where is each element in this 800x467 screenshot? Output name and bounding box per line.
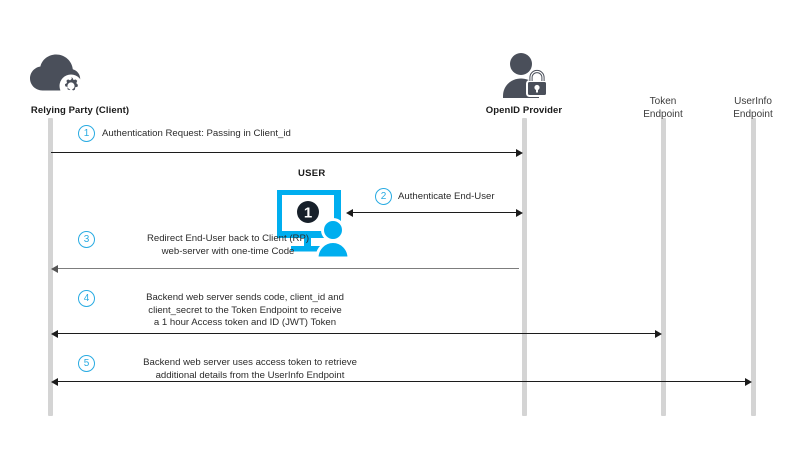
step-arrow-3-head-left — [51, 264, 58, 273]
step-arrow-4 — [57, 333, 657, 335]
lifeline-relying-party — [48, 118, 53, 416]
userinfo-endpoint-label-line1: UserInfo — [734, 96, 772, 107]
step-arrow-1 — [51, 152, 517, 154]
step-badge-5: 5 — [78, 355, 95, 372]
actor-label-userinfo-endpoint: UserInfo Endpoint — [698, 95, 800, 121]
step-text-4: Backend web server sends code, client_id… — [146, 292, 344, 328]
step-arrow-2-head-left — [346, 208, 353, 217]
lifeline-token-endpoint — [661, 118, 666, 416]
step-arrow-4-head-left — [51, 329, 58, 338]
lifeline-userinfo-endpoint — [751, 118, 756, 416]
actor-label-relying-party: Relying Party (Client) — [30, 105, 130, 116]
step-text-1: Authentication Request: Passing in Clien… — [102, 128, 291, 139]
step-badge-3: 3 — [78, 231, 95, 248]
step-text-3: Redirect End-User back to Client (RP) we… — [146, 233, 310, 257]
token-endpoint-label-line1: Token — [649, 96, 677, 107]
step-badge-1: 1 — [78, 125, 95, 142]
svg-text:1: 1 — [304, 205, 312, 222]
step-arrow-5-head-left — [51, 377, 58, 386]
step-text-2: Authenticate End-User — [398, 191, 495, 202]
step-arrow-1-head-right — [516, 148, 523, 157]
step-arrow-4-head-right — [655, 329, 662, 338]
step-arrow-3 — [57, 268, 519, 270]
actor-label-openid-provider: OpenID Provider — [485, 105, 563, 116]
monitor-person-icon: 1 — [275, 188, 351, 260]
lifeline-openid-provider — [522, 118, 527, 416]
cloud-gear-icon — [26, 48, 86, 100]
userinfo-endpoint-label-line2: Endpoint — [733, 109, 773, 120]
step-arrow-5 — [57, 381, 747, 383]
step-arrow-2-head-right — [516, 208, 523, 217]
step-badge-2: 2 — [375, 188, 392, 205]
user-node-caption: USER — [298, 168, 326, 179]
actor-label-token-endpoint: Token Endpoint — [608, 95, 718, 121]
step-arrow-2 — [352, 212, 518, 214]
step-text-5: Backend web server uses access token to … — [143, 357, 357, 381]
person-lock-icon — [500, 50, 552, 100]
step-arrow-5-head-right — [745, 377, 752, 386]
token-endpoint-label-line2: Endpoint — [643, 109, 683, 120]
step-badge-4: 4 — [78, 290, 95, 307]
